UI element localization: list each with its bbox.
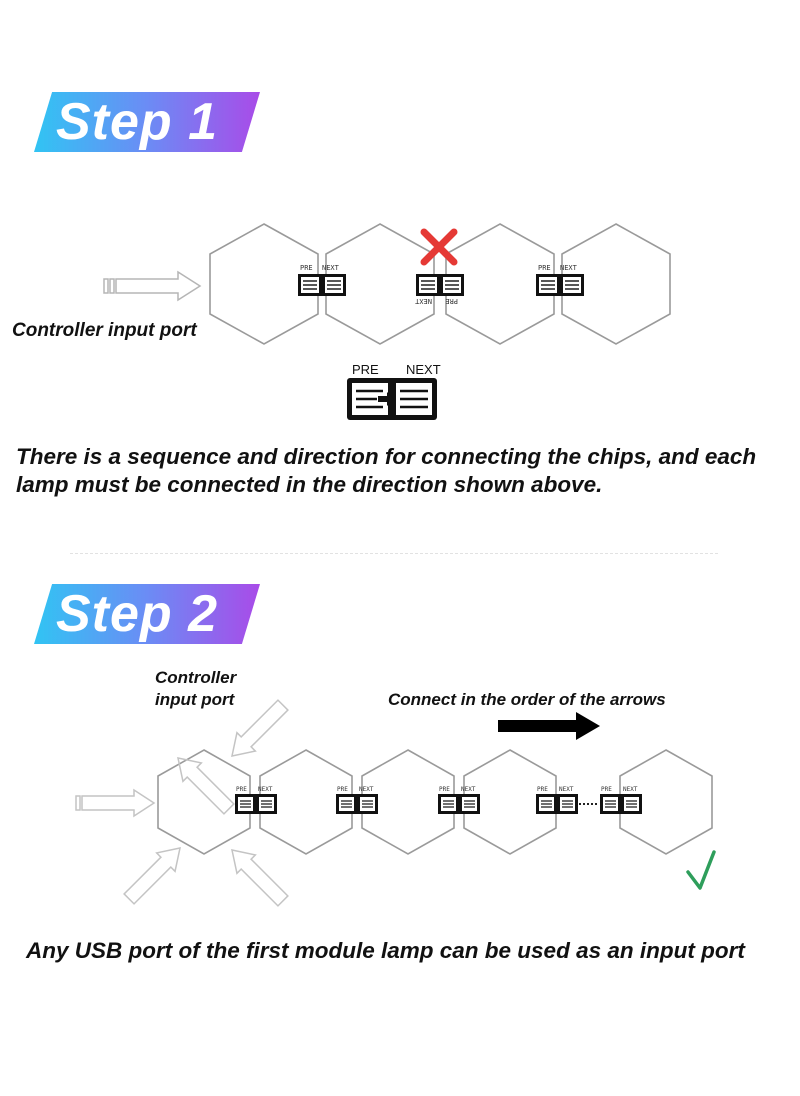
svg-text:PRE: PRE <box>439 786 450 793</box>
chip-2-3: PRE NEXT <box>336 786 378 814</box>
hexagon-lamp-3 <box>361 749 455 855</box>
section-divider <box>70 553 718 554</box>
connect-order-label: Connect in the order of the arrows <box>388 690 666 709</box>
svg-text:PRE: PRE <box>445 297 458 305</box>
hexagon-lamp-4 <box>463 749 557 855</box>
cross-mark-icon <box>420 228 458 266</box>
step1-note-line2: lamp must be connected in the direction … <box>16 472 603 497</box>
hexagon-lamp-1 <box>157 749 251 855</box>
usb-plug-icon <box>231 699 289 757</box>
hexagon-lamp-last <box>619 749 713 855</box>
step2-badge <box>34 584 260 644</box>
chip-1-2: PRE NEXT <box>235 786 277 814</box>
svg-text:NEXT: NEXT <box>461 786 476 793</box>
usb-plug-icon <box>231 849 289 907</box>
hexagon-lamp-1 <box>209 223 319 345</box>
chip-legend-pre-label: PRE <box>352 362 379 377</box>
chip-legend <box>347 378 437 420</box>
chip-3-4: PRE NEXT <box>438 786 480 814</box>
usb-plug-icon <box>177 757 235 815</box>
step1-badge <box>34 92 260 152</box>
usb-plug-icon <box>103 270 202 302</box>
svg-text:PRE: PRE <box>236 786 247 793</box>
controller-input-label-line2: input port <box>155 690 235 709</box>
step2-note: Any USB port of the first module lamp ca… <box>26 938 745 963</box>
arrow-right-icon <box>498 712 600 740</box>
controller-input-label-line1: Controller <box>155 668 237 687</box>
chip-last-in: PRE NEXT <box>600 786 642 814</box>
svg-text:NEXT: NEXT <box>359 786 374 793</box>
usb-plug-icon <box>123 847 181 905</box>
chip-2-3-reversed: NEXT PRE <box>414 274 464 305</box>
svg-text:NEXT: NEXT <box>258 786 273 793</box>
check-mark-icon <box>686 850 716 890</box>
svg-text:NEXT: NEXT <box>559 786 574 793</box>
svg-text:NEXT: NEXT <box>560 264 578 272</box>
arrow-right-icon <box>378 392 394 406</box>
svg-text:PRE: PRE <box>601 786 612 793</box>
svg-text:PRE: PRE <box>537 786 548 793</box>
step2-badge-label: Step 2 <box>56 585 219 643</box>
svg-text:PRE: PRE <box>300 264 313 272</box>
chip-legend-next-label: NEXT <box>406 362 441 377</box>
step1-note-line1: There is a sequence and direction for co… <box>16 444 757 469</box>
controller-input-label: Controller input port <box>12 320 197 341</box>
svg-text:NEXT: NEXT <box>623 786 638 793</box>
svg-text:NEXT: NEXT <box>414 297 432 305</box>
svg-text:PRE: PRE <box>337 786 348 793</box>
step1-diagram: PRE NEXT NEXT PRE PRE NEXT <box>103 223 671 420</box>
chip-1-2: PRE NEXT <box>298 264 346 296</box>
hexagon-lamp-4 <box>561 223 671 345</box>
svg-text:NEXT: NEXT <box>322 264 340 272</box>
hexagon-lamp-2 <box>259 749 353 855</box>
usb-plug-icon <box>75 788 156 818</box>
step1-badge-label: Step 1 <box>56 93 219 151</box>
chip-4-out: PRE NEXT <box>536 786 578 814</box>
svg-text:PRE: PRE <box>538 264 551 272</box>
chip-3-4: PRE NEXT <box>536 264 584 296</box>
